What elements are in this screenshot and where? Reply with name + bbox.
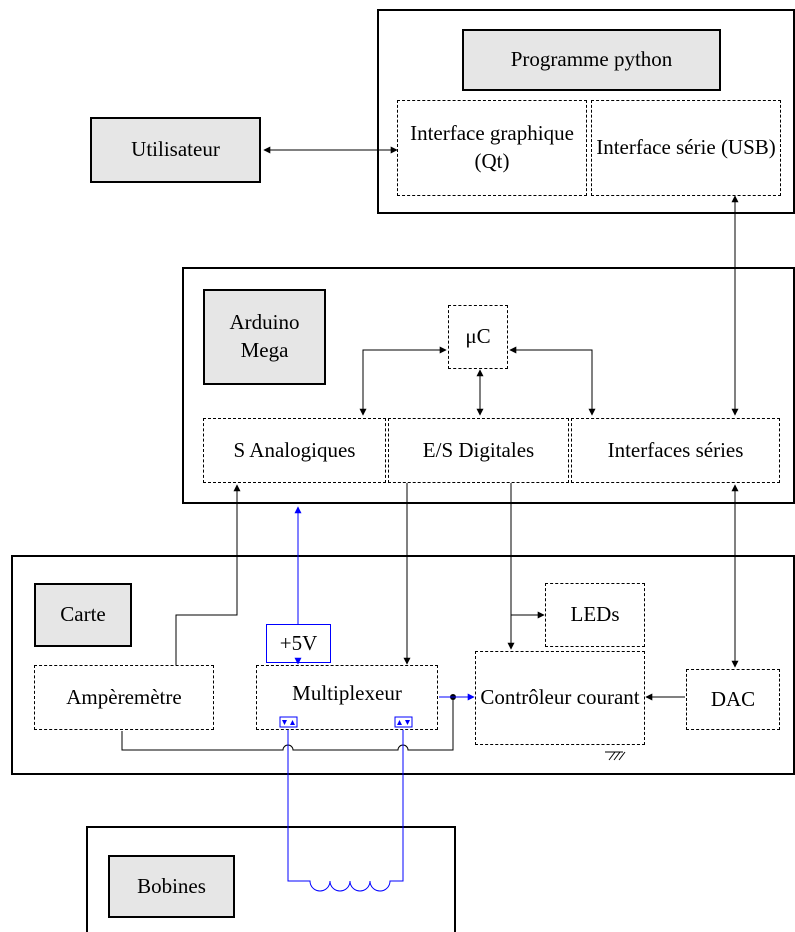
link-mcu-analog [359,346,447,416]
bobines-frame [86,826,456,932]
leds-box: LEDs [545,583,645,647]
multiplexer-box: Multiplexeur [256,665,438,730]
dac-box: DAC [686,669,780,730]
port-left-icon [282,720,295,725]
interface-serie: Interface série (USB) [591,100,781,196]
mux-port-left [279,716,298,728]
arduino-title: Arduino Mega [203,289,326,385]
carte-title: Carte [34,583,132,647]
ammeter-box: Ampèremètre [34,665,214,730]
interface-graphique: Interface graphique (Qt) [397,100,587,196]
port-right-icon [397,720,410,725]
user-box: Utilisateur [90,117,261,183]
coil-wire [287,730,404,892]
ground-symbol [605,751,626,761]
power-5v: +5V [266,624,331,663]
link-ammeter-return [121,697,454,751]
programme-frame [377,9,795,214]
arduino-frame [182,267,795,504]
programme-title: Programme python [462,29,721,91]
analog-outputs: S Analogiques [203,418,386,483]
link-ammeter-analog [175,484,241,665]
mcu-box: μC [448,305,508,369]
digital-io: E/S Digitales [388,418,569,483]
serial-interfaces: Interfaces séries [571,418,780,483]
current-controller: Contrôleur courant [475,651,645,745]
bobines-title: Bobines [108,855,235,918]
mux-port-right [394,716,413,728]
link-mcu-serial [509,346,596,416]
